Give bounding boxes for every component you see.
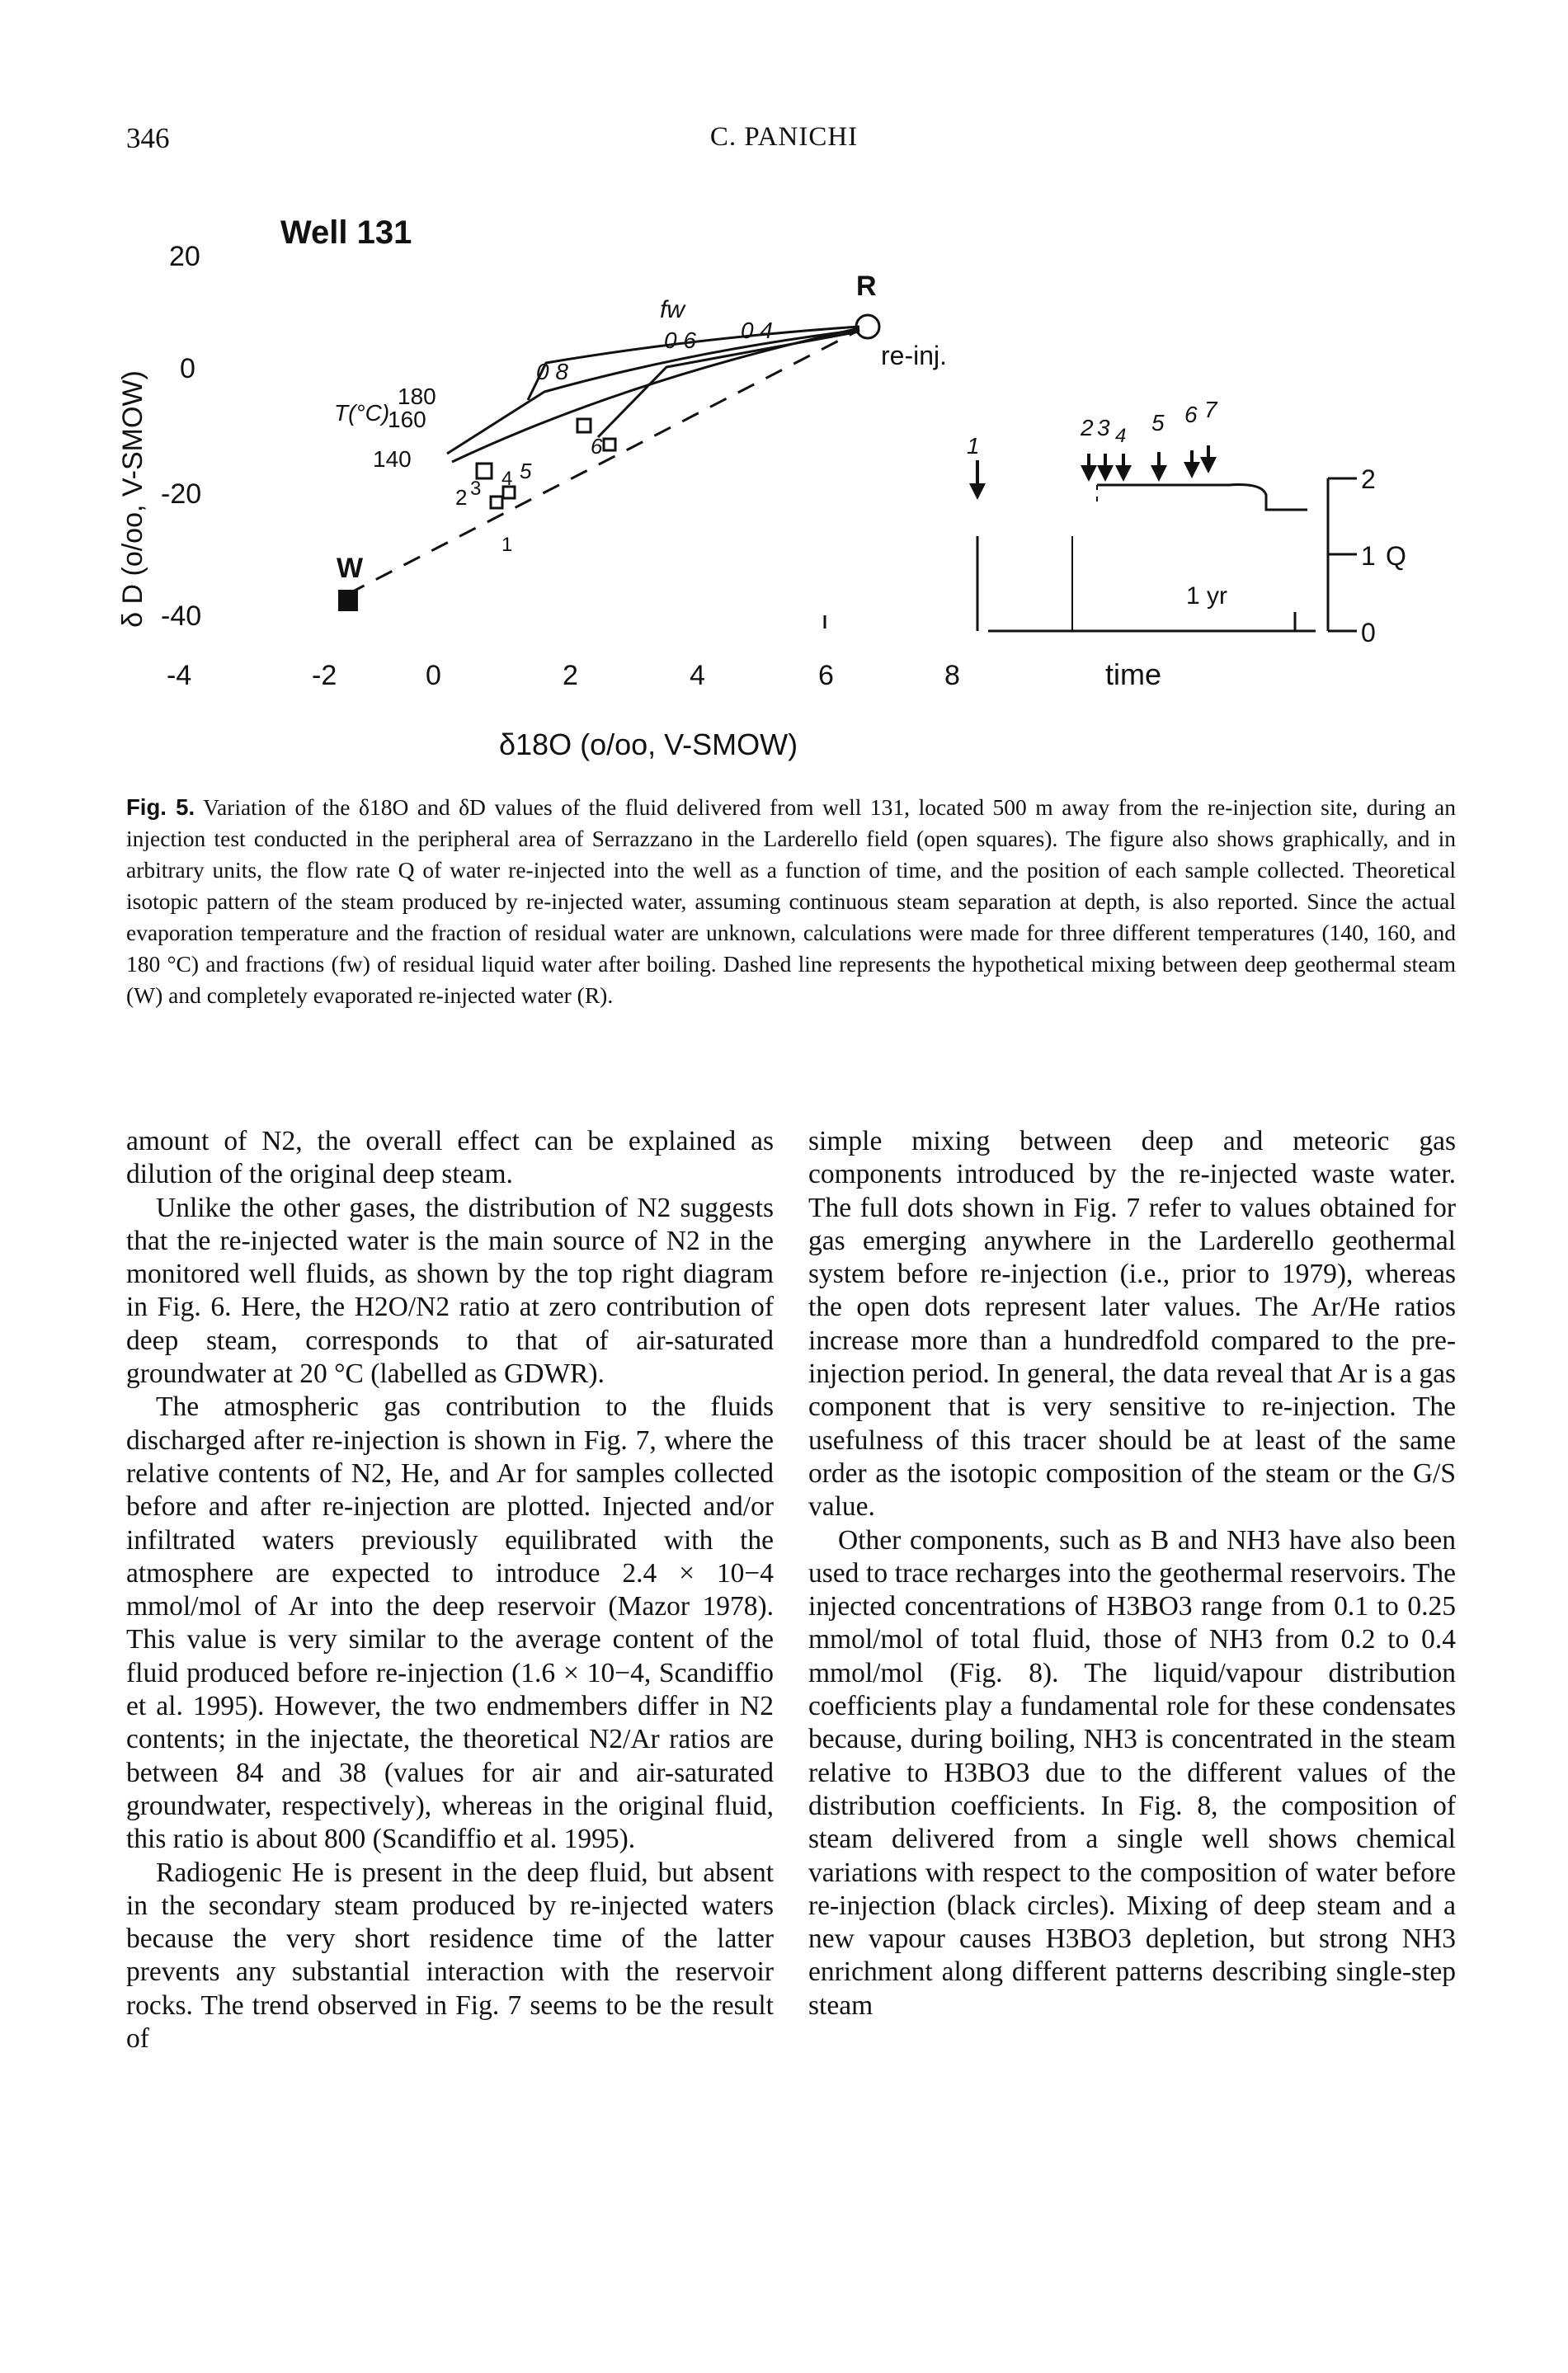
x-tick: -4 <box>167 660 191 691</box>
right-column: simple mixing between deep and meteoric … <box>808 1125 1456 2022</box>
x-tick: 4 <box>690 660 705 691</box>
figure-title: Well 131 <box>280 214 412 251</box>
fw-fraction: 0 8 <box>536 359 568 384</box>
sample-square <box>501 485 516 500</box>
mixing-line <box>347 328 860 596</box>
temp-value: 180 <box>398 384 436 409</box>
y-tick: 20 <box>169 241 200 272</box>
sample-number: 2 <box>455 485 467 510</box>
page-number: 346 <box>126 122 170 154</box>
arrow <box>1200 445 1217 473</box>
sample-square <box>602 437 617 452</box>
caption-label: Fig. 5. <box>126 794 195 820</box>
q-axis-label: Q <box>1386 541 1406 571</box>
arrow <box>1184 450 1200 478</box>
x-tick: -2 <box>312 660 337 691</box>
curve-140 <box>451 327 860 464</box>
figure-5-plot: Well 131 δ D (o/oo, V-SMOW) 20 0 -20 -40… <box>117 214 1406 761</box>
figure-5: Well 131 δ D (o/oo, V-SMOW) 20 0 -20 -40… <box>115 206 1468 800</box>
x-axis-label: δ18O (o/oo, V-SMOW) <box>499 727 798 761</box>
sample-number: 3 <box>470 478 481 500</box>
caption-text: Variation of the δ18O and δD values of t… <box>126 794 1456 1008</box>
x-tick: 0 <box>426 660 441 691</box>
arrow <box>1081 454 1097 482</box>
temp-value: 160 <box>388 407 426 432</box>
paragraph: Other components, such as B and NH3 have… <box>808 1524 1456 2021</box>
page-header: 346 C. PANICHI <box>0 122 1568 163</box>
y-tick: 0 <box>180 353 195 384</box>
point-w-label: W <box>337 553 364 584</box>
sample-number: 6 <box>591 434 603 459</box>
sample-arrows <box>969 445 1217 500</box>
arrow-label: 7 <box>1204 397 1218 422</box>
temp-axis-label: T(°C) <box>334 400 389 426</box>
arrow-label: 2 <box>1080 415 1094 440</box>
point-r-label: R <box>856 271 877 302</box>
paragraph: Radiogenic He is present in the deep flu… <box>126 1857 774 2055</box>
arrow <box>969 460 986 500</box>
paragraph: Unlike the other gases, the distribution… <box>126 1192 774 1390</box>
q-tick: 1 <box>1361 541 1376 571</box>
x-tick: 8 <box>944 660 960 691</box>
arrow-label: 3 <box>1097 415 1110 440</box>
paragraph: simple mixing between deep and meteoric … <box>808 1126 1456 1523</box>
sample-square <box>489 495 504 510</box>
temp-value: 140 <box>373 446 412 472</box>
arrow-label: 6 <box>1184 402 1198 427</box>
fw-fraction: 0 6 <box>664 327 696 353</box>
curve-160 <box>446 328 860 455</box>
paragraph: amount of N2, the overall effect can be … <box>126 1126 774 1190</box>
arrow <box>1115 454 1132 482</box>
re-inj-label: re-inj. <box>881 341 947 370</box>
y-tick: -40 <box>161 600 201 632</box>
figure-caption: Fig. 5. Variation of the δ18O and δD val… <box>126 792 1456 1011</box>
curve-180 <box>526 325 860 401</box>
arrow <box>1151 452 1167 482</box>
arrow <box>1097 454 1114 482</box>
sample-number: 1 <box>501 534 512 556</box>
point-w-marker <box>338 590 358 611</box>
x-tick: 6 <box>818 660 834 691</box>
point-r-marker <box>855 313 881 340</box>
sample-number: 4 <box>501 468 512 490</box>
arrow-label: 4 <box>1115 425 1126 447</box>
arrow-label: 5 <box>1151 410 1165 436</box>
paragraph: The atmospheric gas contribution to the … <box>126 1391 774 1855</box>
fw-fraction: 0 4 <box>741 318 773 343</box>
left-column: amount of N2, the overall effect can be … <box>126 1125 774 2055</box>
sample-square <box>576 417 592 434</box>
q-curve <box>1097 483 1307 511</box>
curve-fraction <box>596 330 860 439</box>
q-tick: 2 <box>1361 464 1376 494</box>
y-tick: -20 <box>161 478 201 510</box>
y-axis-label: δ D (o/oo, V-SMOW) <box>117 370 148 628</box>
fw-label: fw <box>660 296 686 323</box>
running-head: C. PANICHI <box>709 122 859 152</box>
sample-number: 5 <box>520 459 532 483</box>
q-tick: 0 <box>1361 618 1376 647</box>
sample-square <box>475 462 493 480</box>
x-tick: 2 <box>563 660 578 691</box>
arrow-label: 1 <box>967 433 980 459</box>
one-year-label: 1 yr <box>1186 582 1227 610</box>
time-label: time <box>1105 657 1161 691</box>
